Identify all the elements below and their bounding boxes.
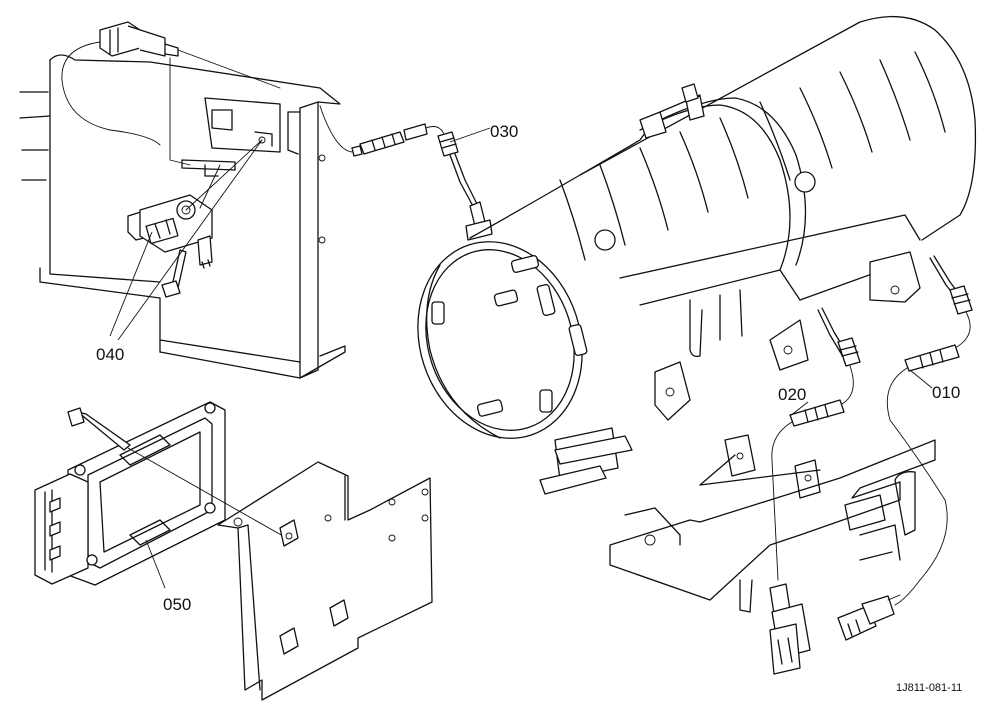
dpf-muffler-assembly [417, 15, 977, 495]
exhaust-temp-sensor-030 [319, 105, 493, 241]
callout-leaders [109, 127, 933, 589]
figure-reference: 1J811-081-11 [896, 682, 962, 694]
exhaust-temp-sensor-010 [886, 255, 973, 606]
callout-030: 030 [490, 122, 518, 141]
callout-040: 040 [96, 345, 124, 364]
sensor-mount-bracket [609, 434, 936, 613]
callout-010: 010 [932, 383, 960, 402]
upper-harness-connector [61, 21, 281, 166]
ecu-mounting-plate [217, 461, 433, 701]
exhaust-temp-sensor-020 [771, 307, 861, 581]
callout-020: 020 [778, 385, 806, 404]
callout-050: 050 [163, 595, 191, 614]
exhaust-pressure-sensor [127, 139, 263, 298]
ecu-controller [34, 401, 291, 586]
engine-frame-panel [19, 54, 346, 379]
lower-harness-connectors [769, 583, 901, 675]
